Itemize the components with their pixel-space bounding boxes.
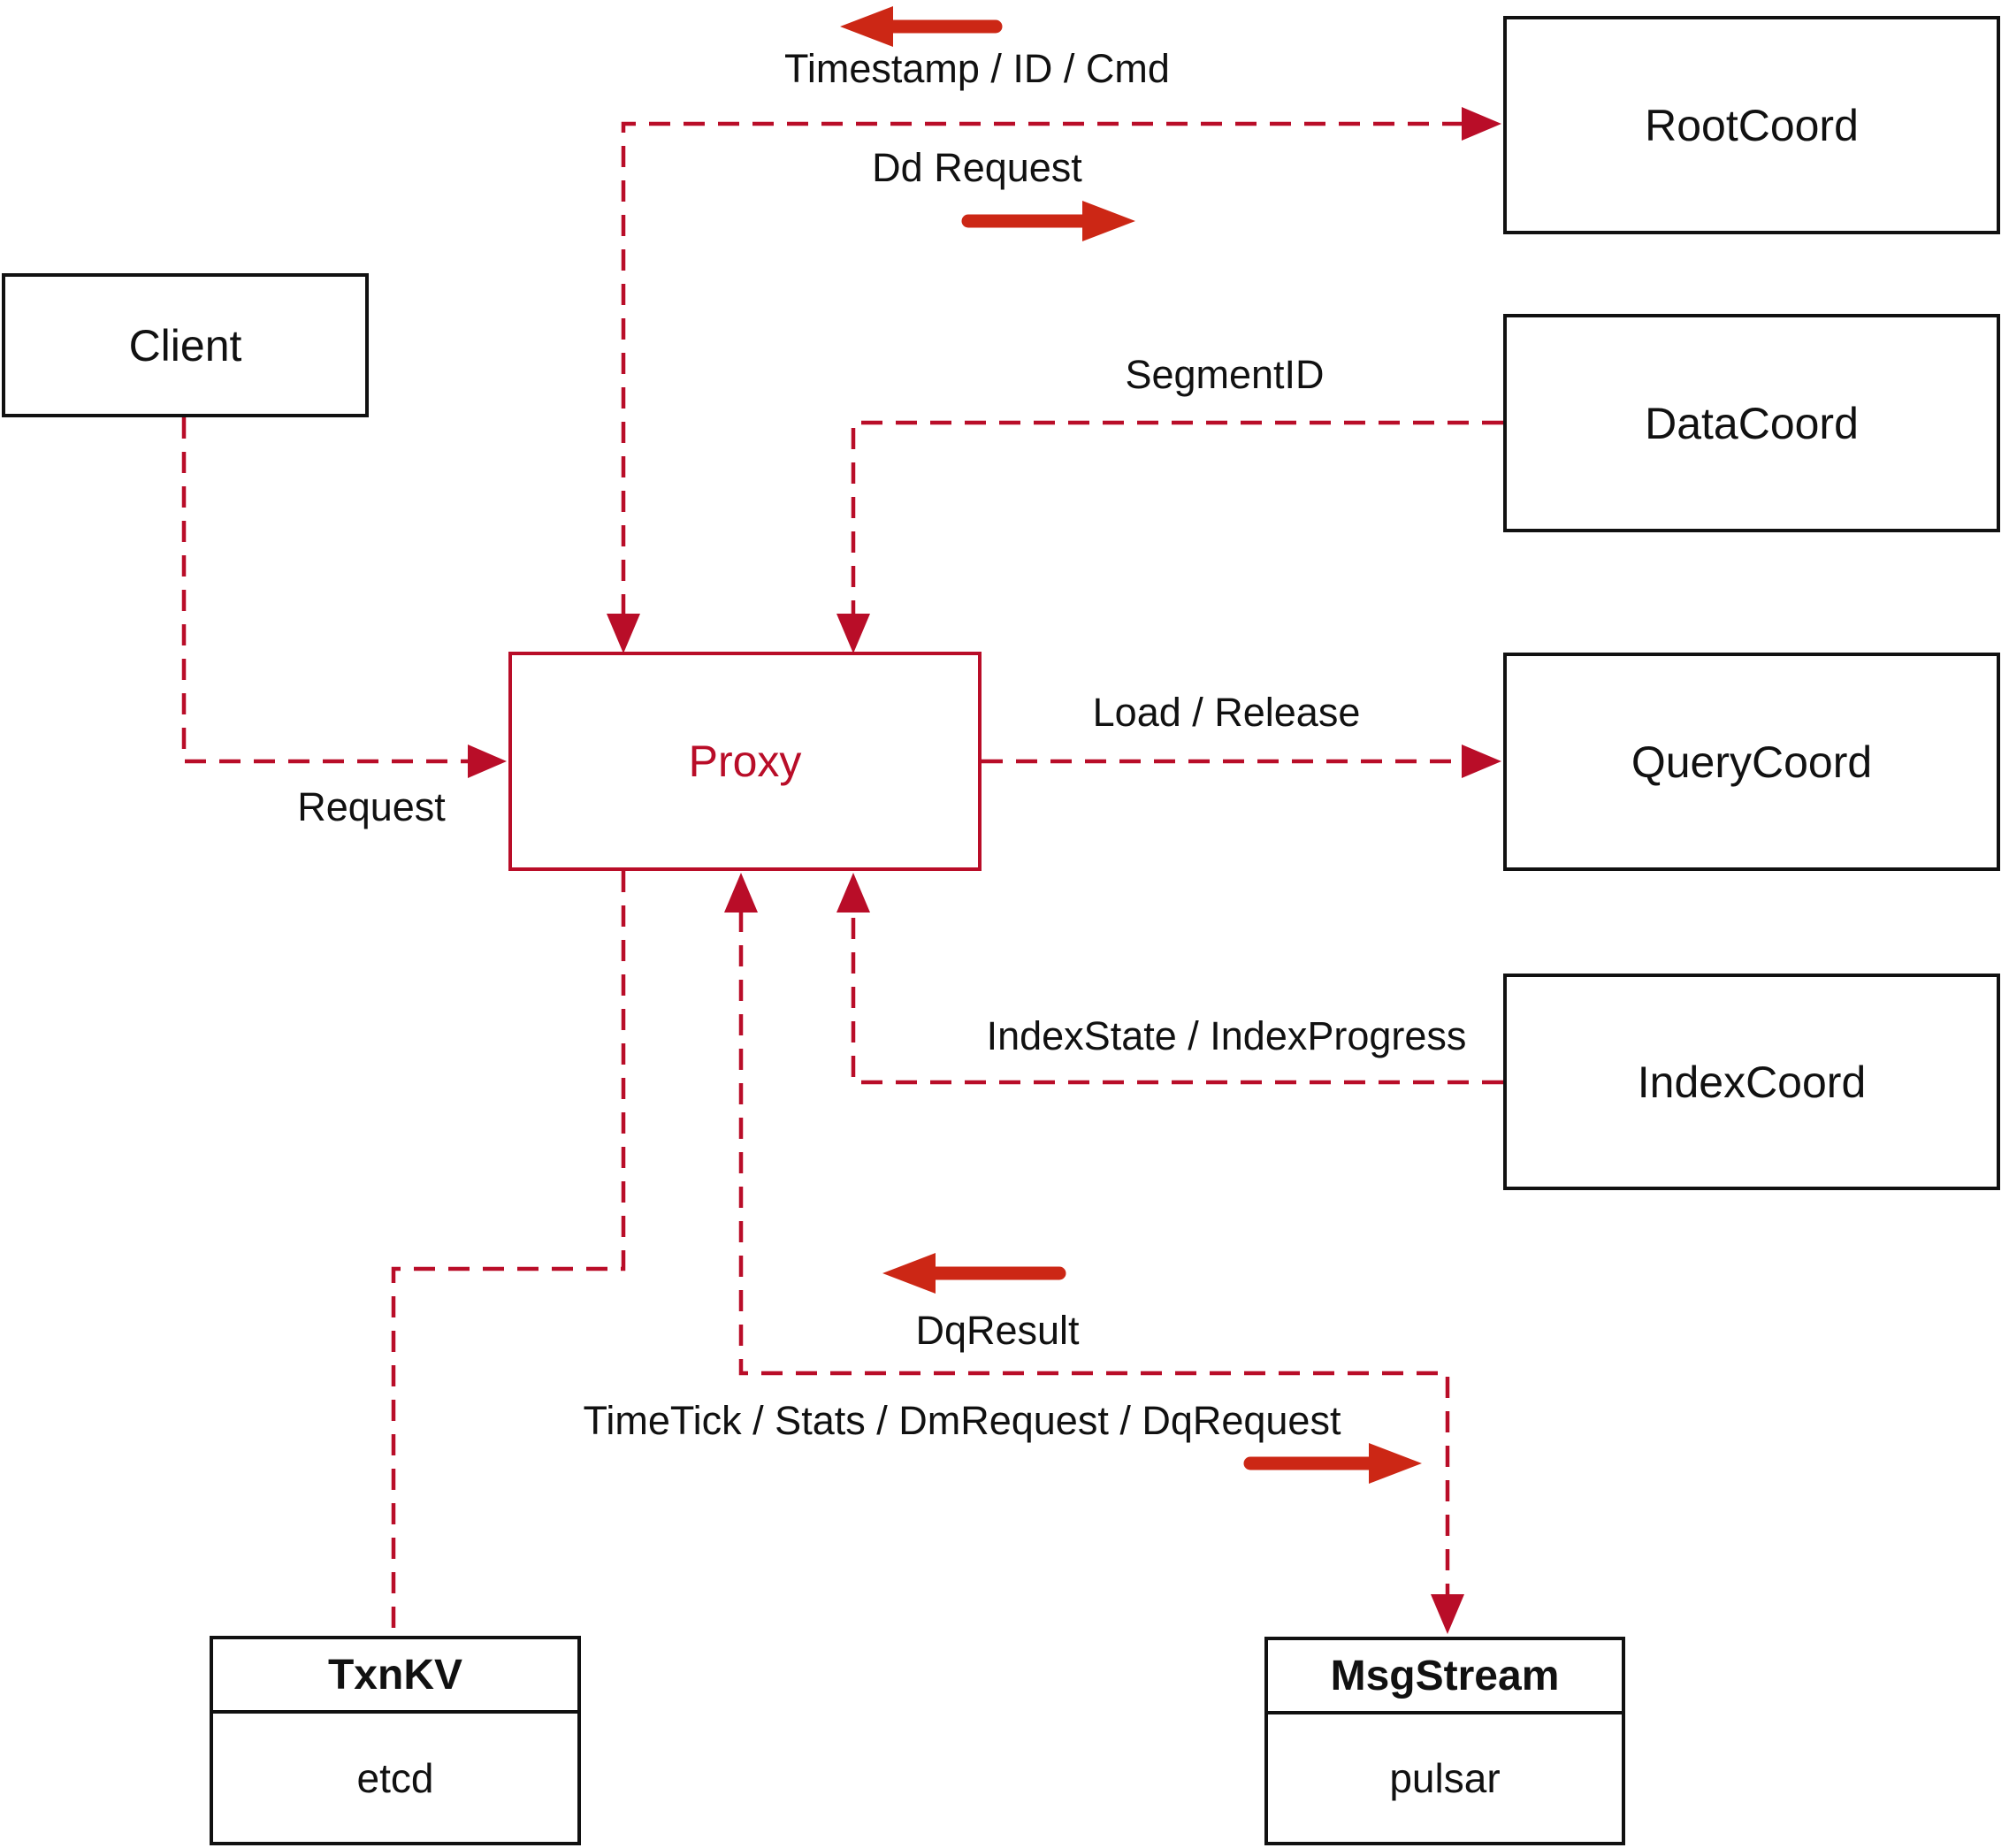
edge-index-coord-to-proxy: [851, 911, 1503, 1085]
arrowhead-into-query-coord: [1462, 745, 1501, 778]
arrowhead-into-proxy-bottom-center: [724, 873, 758, 913]
edge-label-segment-id: SegmentID: [1125, 352, 1325, 397]
edge-label-request: Request: [297, 784, 446, 829]
arrowhead-into-proxy-top-left: [607, 614, 640, 653]
edge-label-dd-request: Dd Request: [872, 145, 1082, 190]
node-data-coord-label: DataCoord: [1645, 398, 1859, 448]
edge-proxy-root-coord: [621, 121, 1466, 615]
node-txn-kv-impl: etcd: [356, 1754, 434, 1801]
node-proxy: Proxy: [508, 652, 982, 871]
edge-label-dq-result: DqResult: [915, 1308, 1080, 1353]
arrowhead-into-proxy-bottom-right: [836, 873, 870, 913]
node-index-coord: IndexCoord: [1503, 974, 2000, 1190]
node-root-coord: RootCoord: [1503, 16, 2000, 234]
node-query-coord-label: QueryCoord: [1631, 737, 1873, 787]
arrowhead-into-proxy-top-right: [836, 614, 870, 653]
right-arrowhead-timetick-icon: [1369, 1443, 1422, 1484]
node-client-label: Client: [128, 320, 242, 370]
edge-proxy-msg-stream: [738, 911, 1450, 1597]
edge-data-coord-to-proxy: [851, 420, 1503, 615]
edge-client-to-proxy: [181, 417, 471, 764]
node-msg-stream: MsgStream pulsar: [1264, 1637, 1625, 1845]
node-query-coord: QueryCoord: [1503, 653, 2000, 871]
left-arrowhead-timestamp-icon: [840, 6, 893, 47]
node-proxy-label: Proxy: [688, 737, 802, 786]
node-msg-stream-impl: pulsar: [1389, 1755, 1501, 1801]
edge-label-timetick-stats: TimeTick / Stats / DmRequest / DqRequest: [583, 1398, 1341, 1443]
arrowhead-into-proxy-left: [468, 745, 507, 778]
edge-label-timestamp-id-cmd: Timestamp / ID / Cmd: [784, 46, 1170, 91]
node-data-coord: DataCoord: [1503, 314, 2000, 532]
node-client: Client: [2, 273, 369, 417]
edge-label-index-state-progress: IndexState / IndexProgress: [986, 1013, 1467, 1058]
edge-label-load-release: Load / Release: [1092, 690, 1361, 735]
node-txn-kv: TxnKV etcd: [210, 1636, 581, 1845]
right-arrowhead-dd-request-icon: [1082, 201, 1135, 241]
node-msg-stream-title: MsgStream: [1268, 1640, 1622, 1714]
node-index-coord-label: IndexCoord: [1637, 1057, 1867, 1107]
node-txn-kv-title: TxnKV: [213, 1639, 577, 1714]
left-arrowhead-dq-result-icon: [882, 1253, 936, 1294]
node-root-coord-label: RootCoord: [1645, 100, 1859, 150]
arrowhead-into-msg-stream: [1431, 1594, 1464, 1634]
arrowhead-into-root-coord: [1462, 107, 1501, 141]
edge-proxy-txn-kv: [391, 871, 626, 1634]
